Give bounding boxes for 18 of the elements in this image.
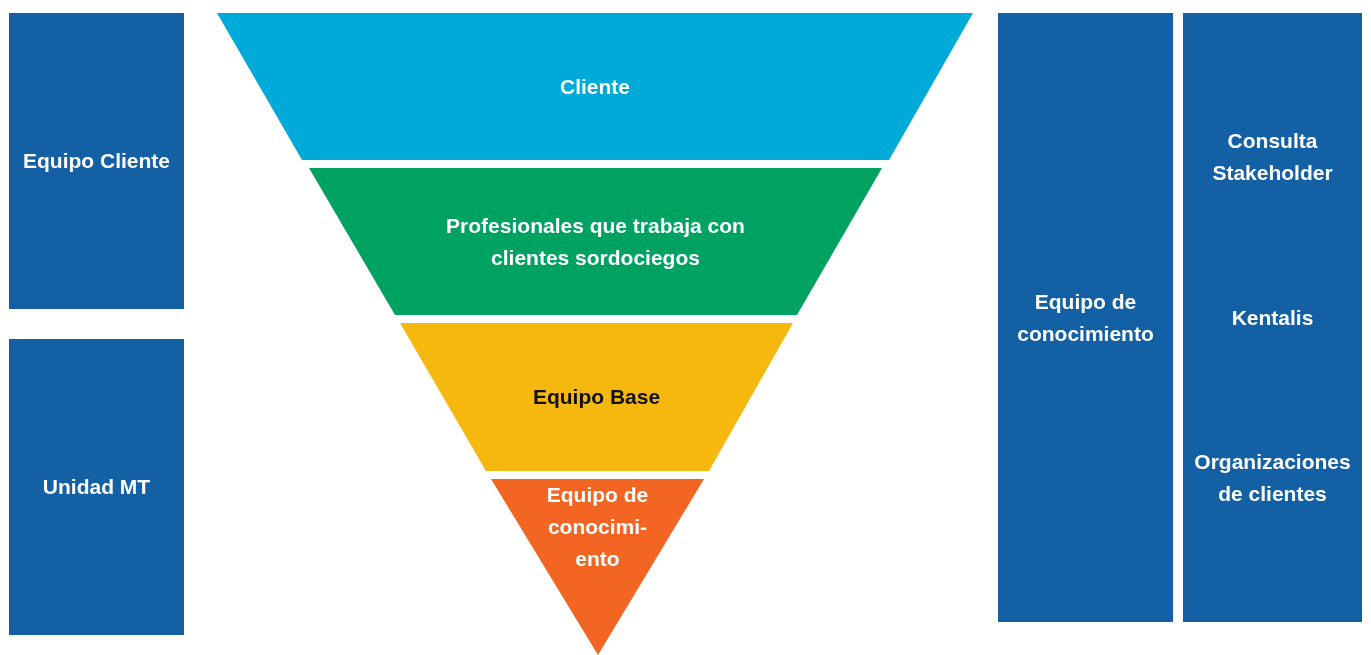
funnel-segment <box>309 168 882 315</box>
segment-label: Equipo Base <box>532 384 661 410</box>
segment-label: Cliente <box>560 73 630 100</box>
funnel-segment <box>491 479 704 655</box>
funnel-segment <box>217 13 973 160</box>
segment-label: Equipo de conocimiento <box>1016 288 1155 347</box>
label-panel <box>998 13 1173 622</box>
segment-label: Consulta Stakeholder <box>1211 128 1334 187</box>
segment-label: Equipo de conocimi- ento <box>545 482 650 572</box>
funnel-segment <box>400 323 793 471</box>
label-panel <box>9 339 184 635</box>
segment-label: Kentalis <box>1231 304 1314 331</box>
segment-label: Equipo Cliente <box>23 148 170 174</box>
segment-label: Unidad MT <box>42 474 151 500</box>
label-panel <box>9 13 184 309</box>
label-panel <box>1183 13 1362 622</box>
segment-label: Profesionales que trabaja con clientes sordociegos <box>445 212 746 271</box>
segment-label: Organizaciones de clientes <box>1193 448 1352 507</box>
